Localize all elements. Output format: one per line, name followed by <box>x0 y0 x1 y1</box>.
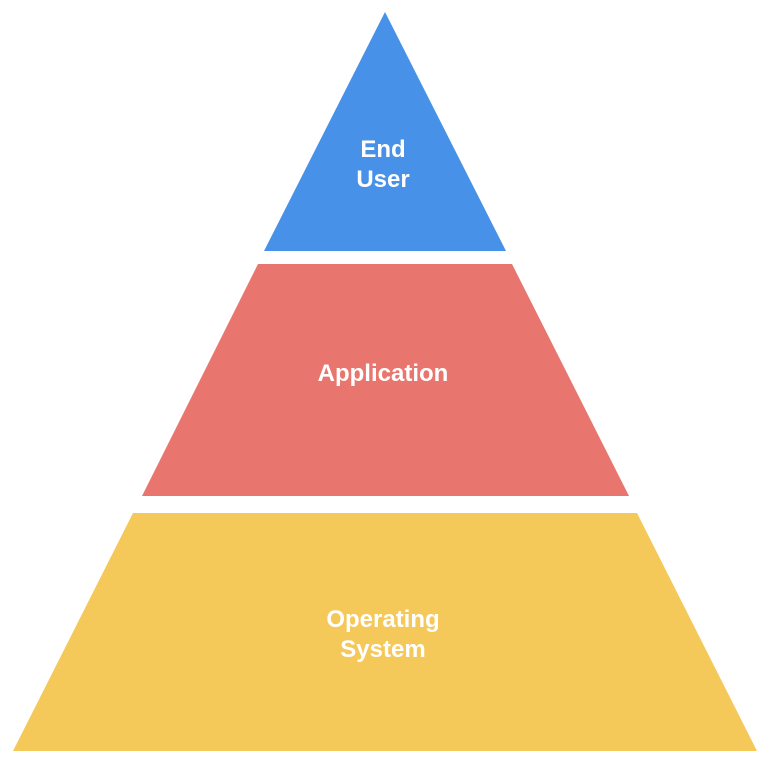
pyramid-layer-end-user-label-line1: End <box>360 136 405 163</box>
pyramid-layer-end-user <box>264 12 506 251</box>
pyramid-layer-application <box>142 264 629 496</box>
pyramid-layer-operating-system-label-line1: Operating <box>326 606 439 633</box>
pyramid-layer-operating-system-label-line2: System <box>340 636 425 663</box>
pyramid-layer-application-label: Application <box>318 360 449 387</box>
pyramid-layer-end-user-label-line2: User <box>356 166 409 193</box>
pyramid-layer-operating-system <box>13 513 757 751</box>
